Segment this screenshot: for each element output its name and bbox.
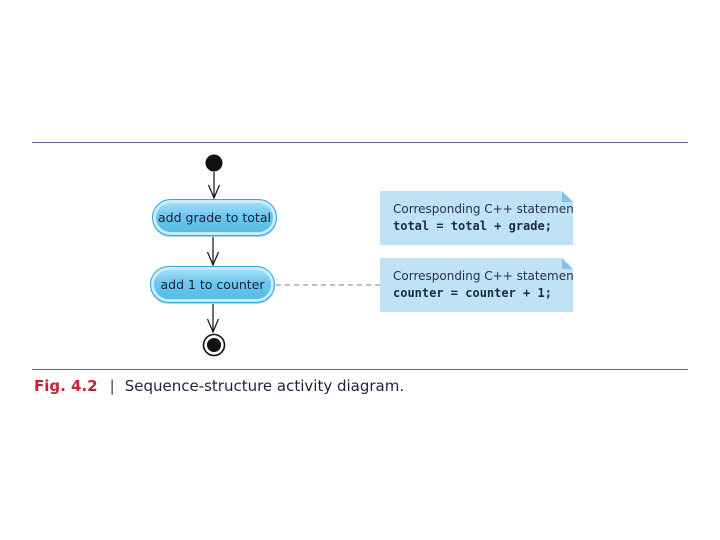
note-counter-statement: Corresponding C++ statement: counter = c… [380, 258, 573, 312]
note-caption: Corresponding C++ statement: [393, 202, 583, 216]
action-label: add 1 to counter [160, 277, 265, 292]
action-add-grade-to-total: add grade to total [152, 199, 277, 236]
note-caption: Corresponding C++ statement: [393, 269, 583, 283]
figure-label: Fig. 4.2 [34, 377, 98, 395]
transition-arrow-3 [206, 304, 220, 334]
action-label: add grade to total [158, 210, 271, 225]
final-state [202, 333, 226, 357]
initial-state [205, 154, 223, 172]
transition-arrow-1 [207, 172, 221, 200]
caption-text: Sequence-structure activity diagram. [124, 377, 405, 395]
action-add-1-to-counter: add 1 to counter [150, 266, 275, 303]
figure-caption: Fig. 4.2 | Sequence-structure activity dia… [34, 377, 404, 395]
caption-separator: | [109, 377, 115, 395]
note-total-statement: Corresponding C++ statement: total = tot… [380, 191, 573, 245]
transition-arrow-2 [206, 237, 220, 267]
note-code: counter = counter + 1; [393, 286, 552, 300]
top-rule [32, 142, 688, 143]
note-code: total = total + grade; [393, 219, 552, 233]
bottom-rule [32, 369, 688, 370]
